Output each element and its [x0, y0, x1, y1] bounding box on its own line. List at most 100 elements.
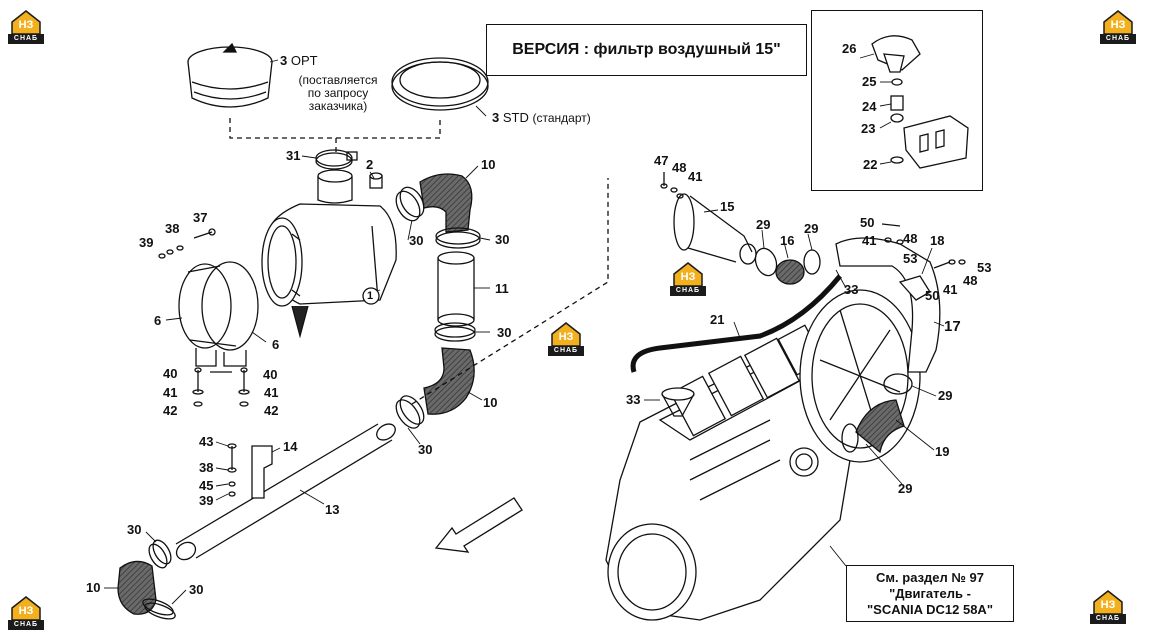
brand-logo-top-left: НЗ СНАБ: [8, 10, 44, 44]
engine-reference-box: См. раздел № 97 "Двигатель - "SCANIA DC1…: [846, 565, 1014, 622]
callout-33-b: 33: [626, 392, 641, 407]
callout-29-d: 29: [898, 481, 913, 496]
opt-note-line-1: (поставляется: [298, 73, 378, 87]
callout-31: 31: [286, 148, 301, 163]
reference-line-3: "SCANIA DC12 58A": [867, 601, 993, 617]
callout-38-b: 38: [199, 460, 214, 475]
callout-48-c: 48: [963, 273, 978, 288]
clamp-30-elbow: [395, 395, 425, 429]
opt-note-line-3: заказчика): [308, 99, 368, 113]
intake-tube-13: [175, 423, 396, 561]
callout-29-c: 29: [938, 388, 953, 403]
callout-41-a: 41: [163, 385, 178, 400]
callout-42-a: 42: [163, 403, 178, 418]
logo-caption: СНАБ: [1090, 614, 1126, 624]
callout-25: 25: [862, 74, 877, 89]
callout-14: 14: [283, 439, 298, 454]
bracket-14: [251, 445, 273, 499]
callout-13: 13: [325, 502, 340, 517]
logo-caption: СНАБ: [1100, 34, 1136, 44]
reference-line-2: "Двигатель -: [889, 585, 971, 601]
callout-16: 16: [780, 233, 795, 248]
callout-26: 26: [842, 41, 857, 56]
brand-logo-top-right: НЗ СНАБ: [1100, 10, 1136, 44]
callout-19: 19: [935, 444, 950, 459]
callout-21: 21: [710, 312, 725, 327]
callout-37: 37: [193, 210, 208, 225]
callout-17: 17: [944, 318, 961, 335]
clamp-29-engine: [883, 373, 913, 395]
callout-6-right: 6: [272, 337, 280, 352]
bolts-40: [192, 367, 250, 407]
house-logo-icon: [1093, 590, 1123, 614]
callout-29-a: 29: [756, 217, 771, 232]
callout-47: 47: [654, 153, 669, 168]
callout-42-b: 42: [264, 403, 279, 418]
opt-variant-text: OPT: [290, 53, 318, 68]
variant-bracket: [229, 118, 441, 139]
callout-39-b: 39: [199, 493, 214, 508]
callout-41-b: 41: [264, 385, 279, 400]
logo-mark: НЗ: [18, 605, 34, 617]
air-filter-housing: [261, 169, 397, 339]
callout-22: 22: [863, 157, 878, 172]
reference-line-1: См. раздел № 97: [876, 569, 984, 585]
brand-logo-center-left: НЗ СНАБ: [548, 322, 584, 356]
opt-variant-label: 3 OPT: [280, 54, 318, 68]
callout-6-left: 6: [154, 313, 162, 328]
opt-variant-note: (поставляется по запросу заказчика): [290, 74, 386, 113]
filter-brackets-6: [178, 261, 259, 373]
callout-30-c: 30: [497, 325, 512, 340]
intake-leader: [411, 178, 609, 405]
callout-53-a: 53: [903, 251, 918, 266]
fasteners-50-48-41: [881, 223, 966, 269]
engine-block: [605, 324, 851, 621]
callout-48-b: 48: [903, 231, 918, 246]
logo-mark: НЗ: [1100, 599, 1116, 611]
std-variant-note: (стандарт): [532, 111, 591, 125]
restriction-sensor: [369, 172, 383, 189]
callout-10-top: 10: [481, 157, 496, 172]
callout-18: 18: [930, 233, 945, 248]
version-box: ВЕРСИЯ : фильтр воздушный 15": [486, 24, 807, 76]
callout-41-e: 41: [943, 282, 958, 297]
callout-50-b: 50: [925, 288, 940, 303]
version-title: ВЕРСИЯ : фильтр воздушный 15": [512, 41, 781, 58]
callout-45: 45: [199, 478, 214, 493]
callout-24: 24: [862, 99, 877, 114]
detail-inset-frame: [811, 10, 983, 191]
hose-10-top: [419, 173, 473, 233]
callout-30-f: 30: [189, 582, 204, 597]
callout-43: 43: [199, 434, 214, 449]
bolt-37: [158, 228, 216, 259]
std-filter-cap: [391, 57, 489, 111]
callout-1: 1: [367, 290, 374, 302]
clamp-30-mid: [435, 227, 481, 249]
clamp-29-lower: [841, 423, 859, 453]
callout-30-b: 30: [495, 232, 510, 247]
logo-caption: СНАБ: [548, 346, 584, 356]
std-variant-num: 3: [492, 110, 500, 125]
logo-caption: СНАБ: [670, 286, 706, 296]
callout-41-c: 41: [688, 169, 703, 184]
logo-caption: СНАБ: [8, 620, 44, 630]
callout-15: 15: [720, 199, 735, 214]
breather-hose-21: [630, 274, 842, 373]
house-logo-icon: [551, 322, 581, 346]
logo-mark: НЗ: [558, 331, 574, 343]
opt-note-line-2: по запросу: [307, 86, 369, 100]
turbo-inlet-15: [673, 193, 757, 265]
callout-53-b: 53: [977, 260, 992, 275]
callout-33-a: 33: [844, 282, 859, 297]
house-logo-icon: [1103, 10, 1133, 34]
opt-precleaner-cap: [187, 42, 273, 108]
callout-10-bottom: 10: [86, 580, 101, 595]
hose-16: [754, 247, 821, 285]
house-logo-icon: [673, 262, 703, 286]
house-logo-icon: [11, 10, 41, 34]
clamp-30-top: [395, 186, 425, 222]
callout-30-a: 30: [409, 233, 424, 248]
logo-caption: СНАБ: [8, 34, 44, 44]
callout-30-d: 30: [418, 442, 433, 457]
